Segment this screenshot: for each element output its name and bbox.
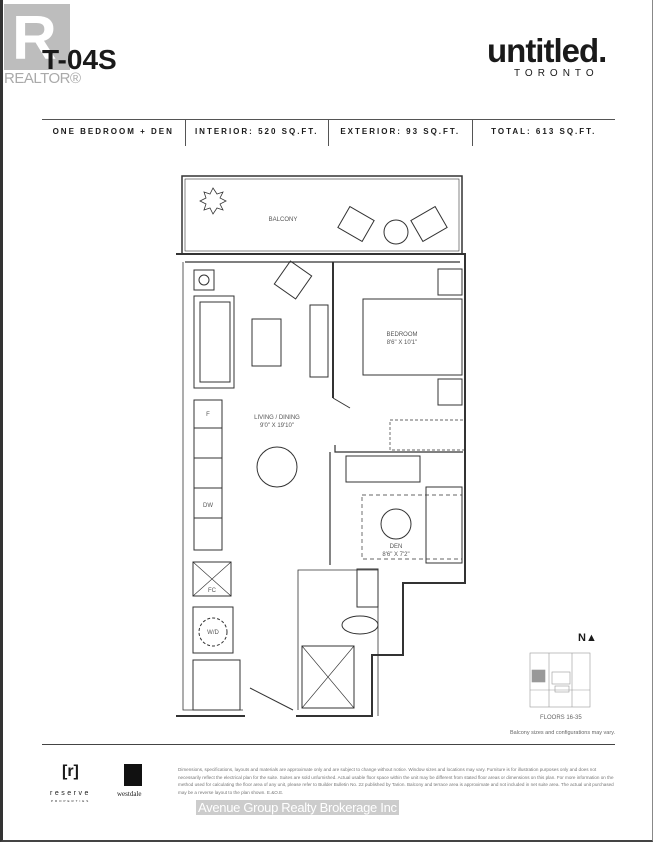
balcony-note: Balcony sizes and configurations may var… bbox=[510, 730, 616, 736]
shower bbox=[301, 645, 355, 709]
dining-table bbox=[256, 446, 298, 488]
label-fridge: F bbox=[206, 412, 210, 418]
label-dishwasher: DW bbox=[203, 503, 213, 509]
light-icon bbox=[198, 274, 210, 286]
cooktop bbox=[193, 457, 223, 489]
unit-title: T-04S bbox=[42, 44, 117, 75]
closet-fc bbox=[192, 561, 232, 597]
label-den: DEN bbox=[390, 544, 403, 550]
disclaimer: Dimensions, specifications, layouts and … bbox=[178, 767, 614, 795]
key-plan-floors: FLOORS 16-35 bbox=[540, 715, 582, 721]
unit-outline bbox=[176, 253, 466, 717]
brokerage-watermark: Avenue Group Realty Brokerage Inc bbox=[196, 800, 399, 815]
bedroom-door bbox=[332, 397, 351, 409]
den-wall bbox=[329, 445, 463, 565]
westdale-logo-mark bbox=[124, 764, 142, 786]
spec-bar: ONE BEDROOM + DEN INTERIOR: 520 SQ.FT. E… bbox=[42, 119, 615, 146]
toilet bbox=[341, 615, 379, 635]
plant-icon bbox=[199, 187, 227, 215]
desk bbox=[345, 455, 421, 483]
brand-logo: untitled. bbox=[487, 32, 607, 69]
reserve-logo-mark: [r] bbox=[62, 763, 79, 780]
armchair-icon bbox=[273, 260, 313, 300]
washer-dryer bbox=[192, 606, 234, 654]
label-bedroom-dim: 8'6" X 10'1" bbox=[387, 340, 418, 346]
bed bbox=[362, 298, 463, 376]
label-living-dim: 9'0" X 19'10" bbox=[260, 423, 294, 429]
westdale-logo-name: westdale bbox=[117, 790, 142, 798]
brand-city: TORONTO bbox=[514, 68, 599, 79]
entry-door bbox=[249, 687, 294, 711]
balcony-chair-icon bbox=[337, 205, 448, 245]
counter bbox=[193, 427, 223, 459]
den-rug bbox=[361, 494, 463, 560]
label-closet: FC bbox=[208, 588, 217, 594]
label-balcony: BALCONY bbox=[269, 217, 298, 223]
footer-divider bbox=[42, 744, 615, 745]
balcony-inner bbox=[184, 178, 460, 252]
north-indicator: N▲ bbox=[578, 632, 597, 644]
den-table bbox=[380, 508, 412, 540]
nightstand bbox=[437, 378, 463, 406]
nightstand bbox=[437, 268, 463, 296]
label-den-dim: 8'6" X 7'2" bbox=[382, 552, 409, 558]
reserve-logo-name: reserve bbox=[50, 790, 91, 797]
sofa-icon bbox=[193, 295, 235, 389]
label-living: LIVING / DINING bbox=[254, 415, 300, 421]
label-bedroom: BEDROOM bbox=[386, 332, 417, 338]
light-fixture bbox=[193, 269, 215, 291]
coffee-table bbox=[251, 318, 282, 367]
spec-type: ONE BEDROOM + DEN bbox=[42, 120, 186, 146]
spec-interior: INTERIOR: 520 SQ.FT. bbox=[186, 120, 329, 146]
reserve-logo-sub: PROPERTIES bbox=[51, 799, 91, 803]
den-sofa bbox=[425, 486, 463, 564]
washer-dryer-icon bbox=[198, 617, 228, 647]
key-plan bbox=[529, 652, 591, 708]
realtor-logo: R bbox=[4, 4, 70, 70]
tv-console bbox=[309, 304, 329, 378]
realtor-letter: R bbox=[12, 4, 57, 73]
spec-exterior: EXTERIOR: 93 SQ.FT. bbox=[329, 120, 473, 146]
sink bbox=[193, 517, 223, 551]
closet bbox=[389, 419, 466, 451]
realtor-logo-text: REALTOR® bbox=[4, 70, 81, 87]
vanity bbox=[356, 568, 379, 608]
label-washer-dryer: W/D bbox=[207, 630, 219, 636]
spec-total: TOTAL: 613 SQ.FT. bbox=[491, 127, 597, 136]
storage-closet bbox=[192, 659, 241, 711]
